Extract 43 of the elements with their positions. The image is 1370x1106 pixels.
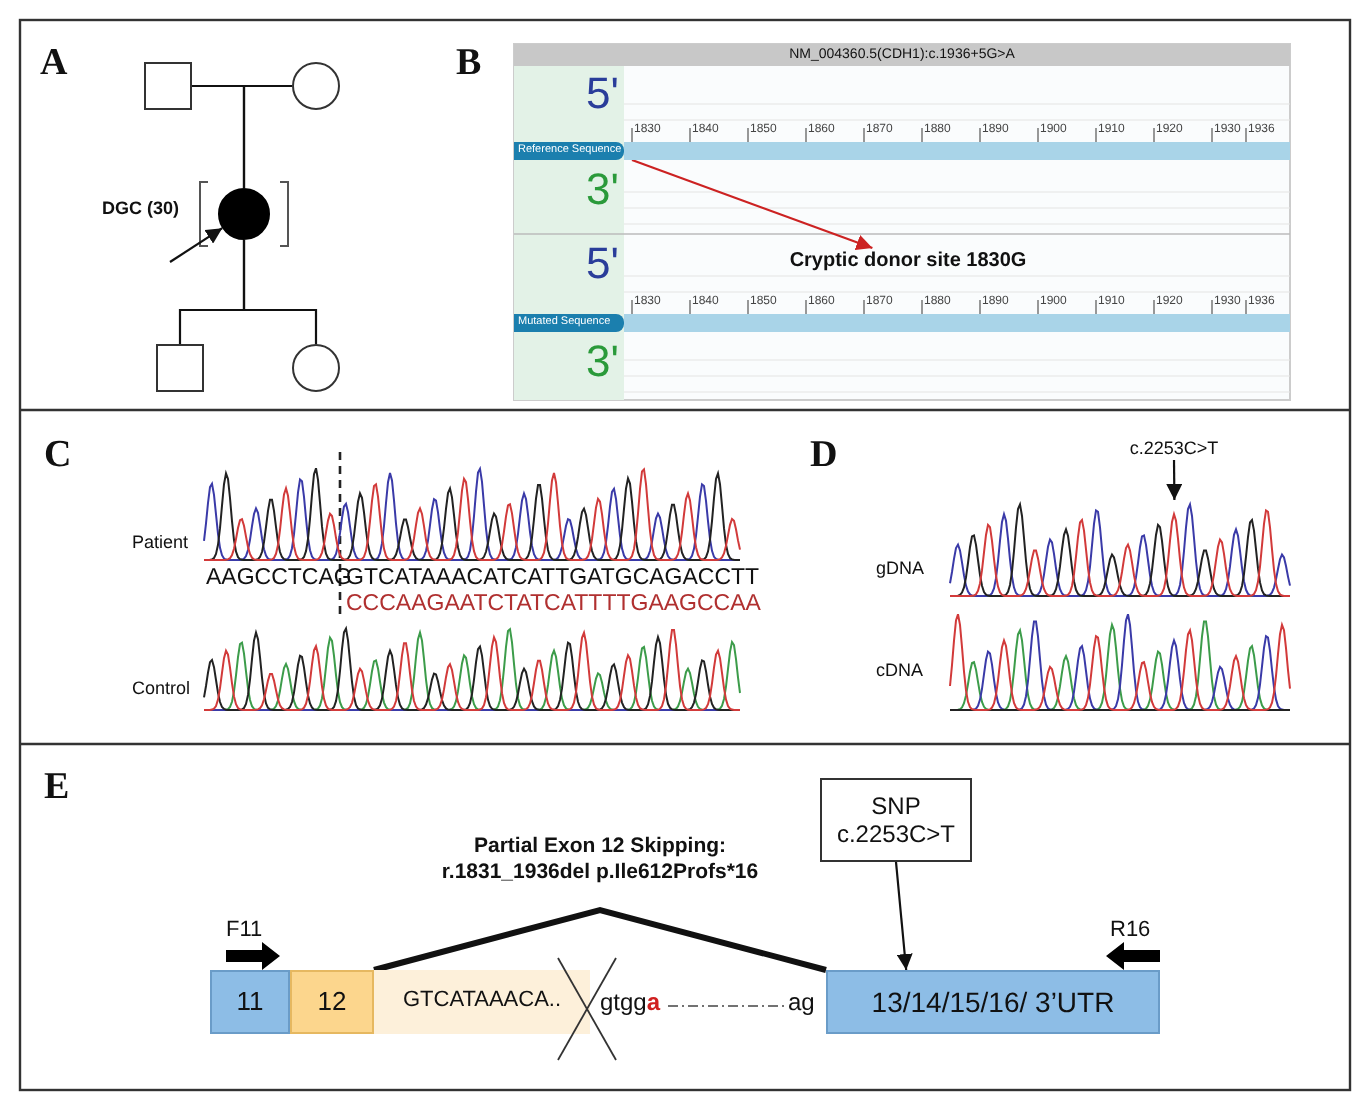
male-square <box>144 62 192 110</box>
female-circle <box>292 62 340 110</box>
strand-label: 5' <box>586 242 619 286</box>
exon-box: 11 <box>210 970 290 1034</box>
arrow <box>169 227 223 263</box>
snp-callout-box: SNP c.2253C>T <box>820 778 972 862</box>
edge-label: Partial Exon 12 Skipping: r.1831_1936del p.Ile612Profs*16 <box>439 834 761 887</box>
annotation-text: Cryptic donor site 1830G <box>778 248 1038 274</box>
sequence-text: CCCAAGAATCTATCATTTTGAAGCCAA <box>346 592 761 618</box>
panel-letter: B <box>456 44 482 86</box>
annotation-text: DGC (30) <box>102 200 180 220</box>
arrow <box>894 861 913 971</box>
sample-label: Patient <box>132 534 189 554</box>
sequence-text: AAGCCTCAG <box>206 566 352 592</box>
sample-label: gDNA <box>876 560 925 580</box>
male-square <box>156 344 204 392</box>
affected-female-circle <box>218 188 270 240</box>
sequence-bar <box>624 142 1290 160</box>
exon-box: 12 <box>290 970 374 1034</box>
strand-label: 3' <box>586 168 619 212</box>
mutation-label: c.2253C>T <box>1122 436 1226 460</box>
panel-letter: C <box>44 436 72 478</box>
splice-line <box>373 906 827 973</box>
sequence-text: GTCATAAACATCATTGATGCAGACCTT <box>346 566 760 592</box>
sample-label: cDNA <box>876 662 924 682</box>
panel-letter: E <box>44 768 70 810</box>
intron-sequence: ag <box>788 990 815 1017</box>
connector-line <box>242 240 318 344</box>
arrow <box>1166 460 1183 500</box>
strand-label: 3' <box>586 340 619 384</box>
retained-sequence-box: GTCATAAACA.. <box>374 970 590 1034</box>
sample-label: Control <box>132 680 191 700</box>
panel-letter: D <box>810 436 838 478</box>
primer-label: F11 <box>226 918 263 943</box>
female-circle <box>292 344 340 392</box>
panel-letter: A <box>40 44 68 86</box>
strand-label: 5' <box>586 72 619 116</box>
primer-label: R16 <box>1110 918 1151 943</box>
intron-sequence: gtgga <box>600 990 661 1017</box>
connector-line <box>242 84 292 188</box>
exon-box: 13/14/15/16/ 3’UTR <box>826 970 1160 1034</box>
arrow <box>631 158 873 250</box>
chromatogram-drawing <box>950 500 1290 600</box>
